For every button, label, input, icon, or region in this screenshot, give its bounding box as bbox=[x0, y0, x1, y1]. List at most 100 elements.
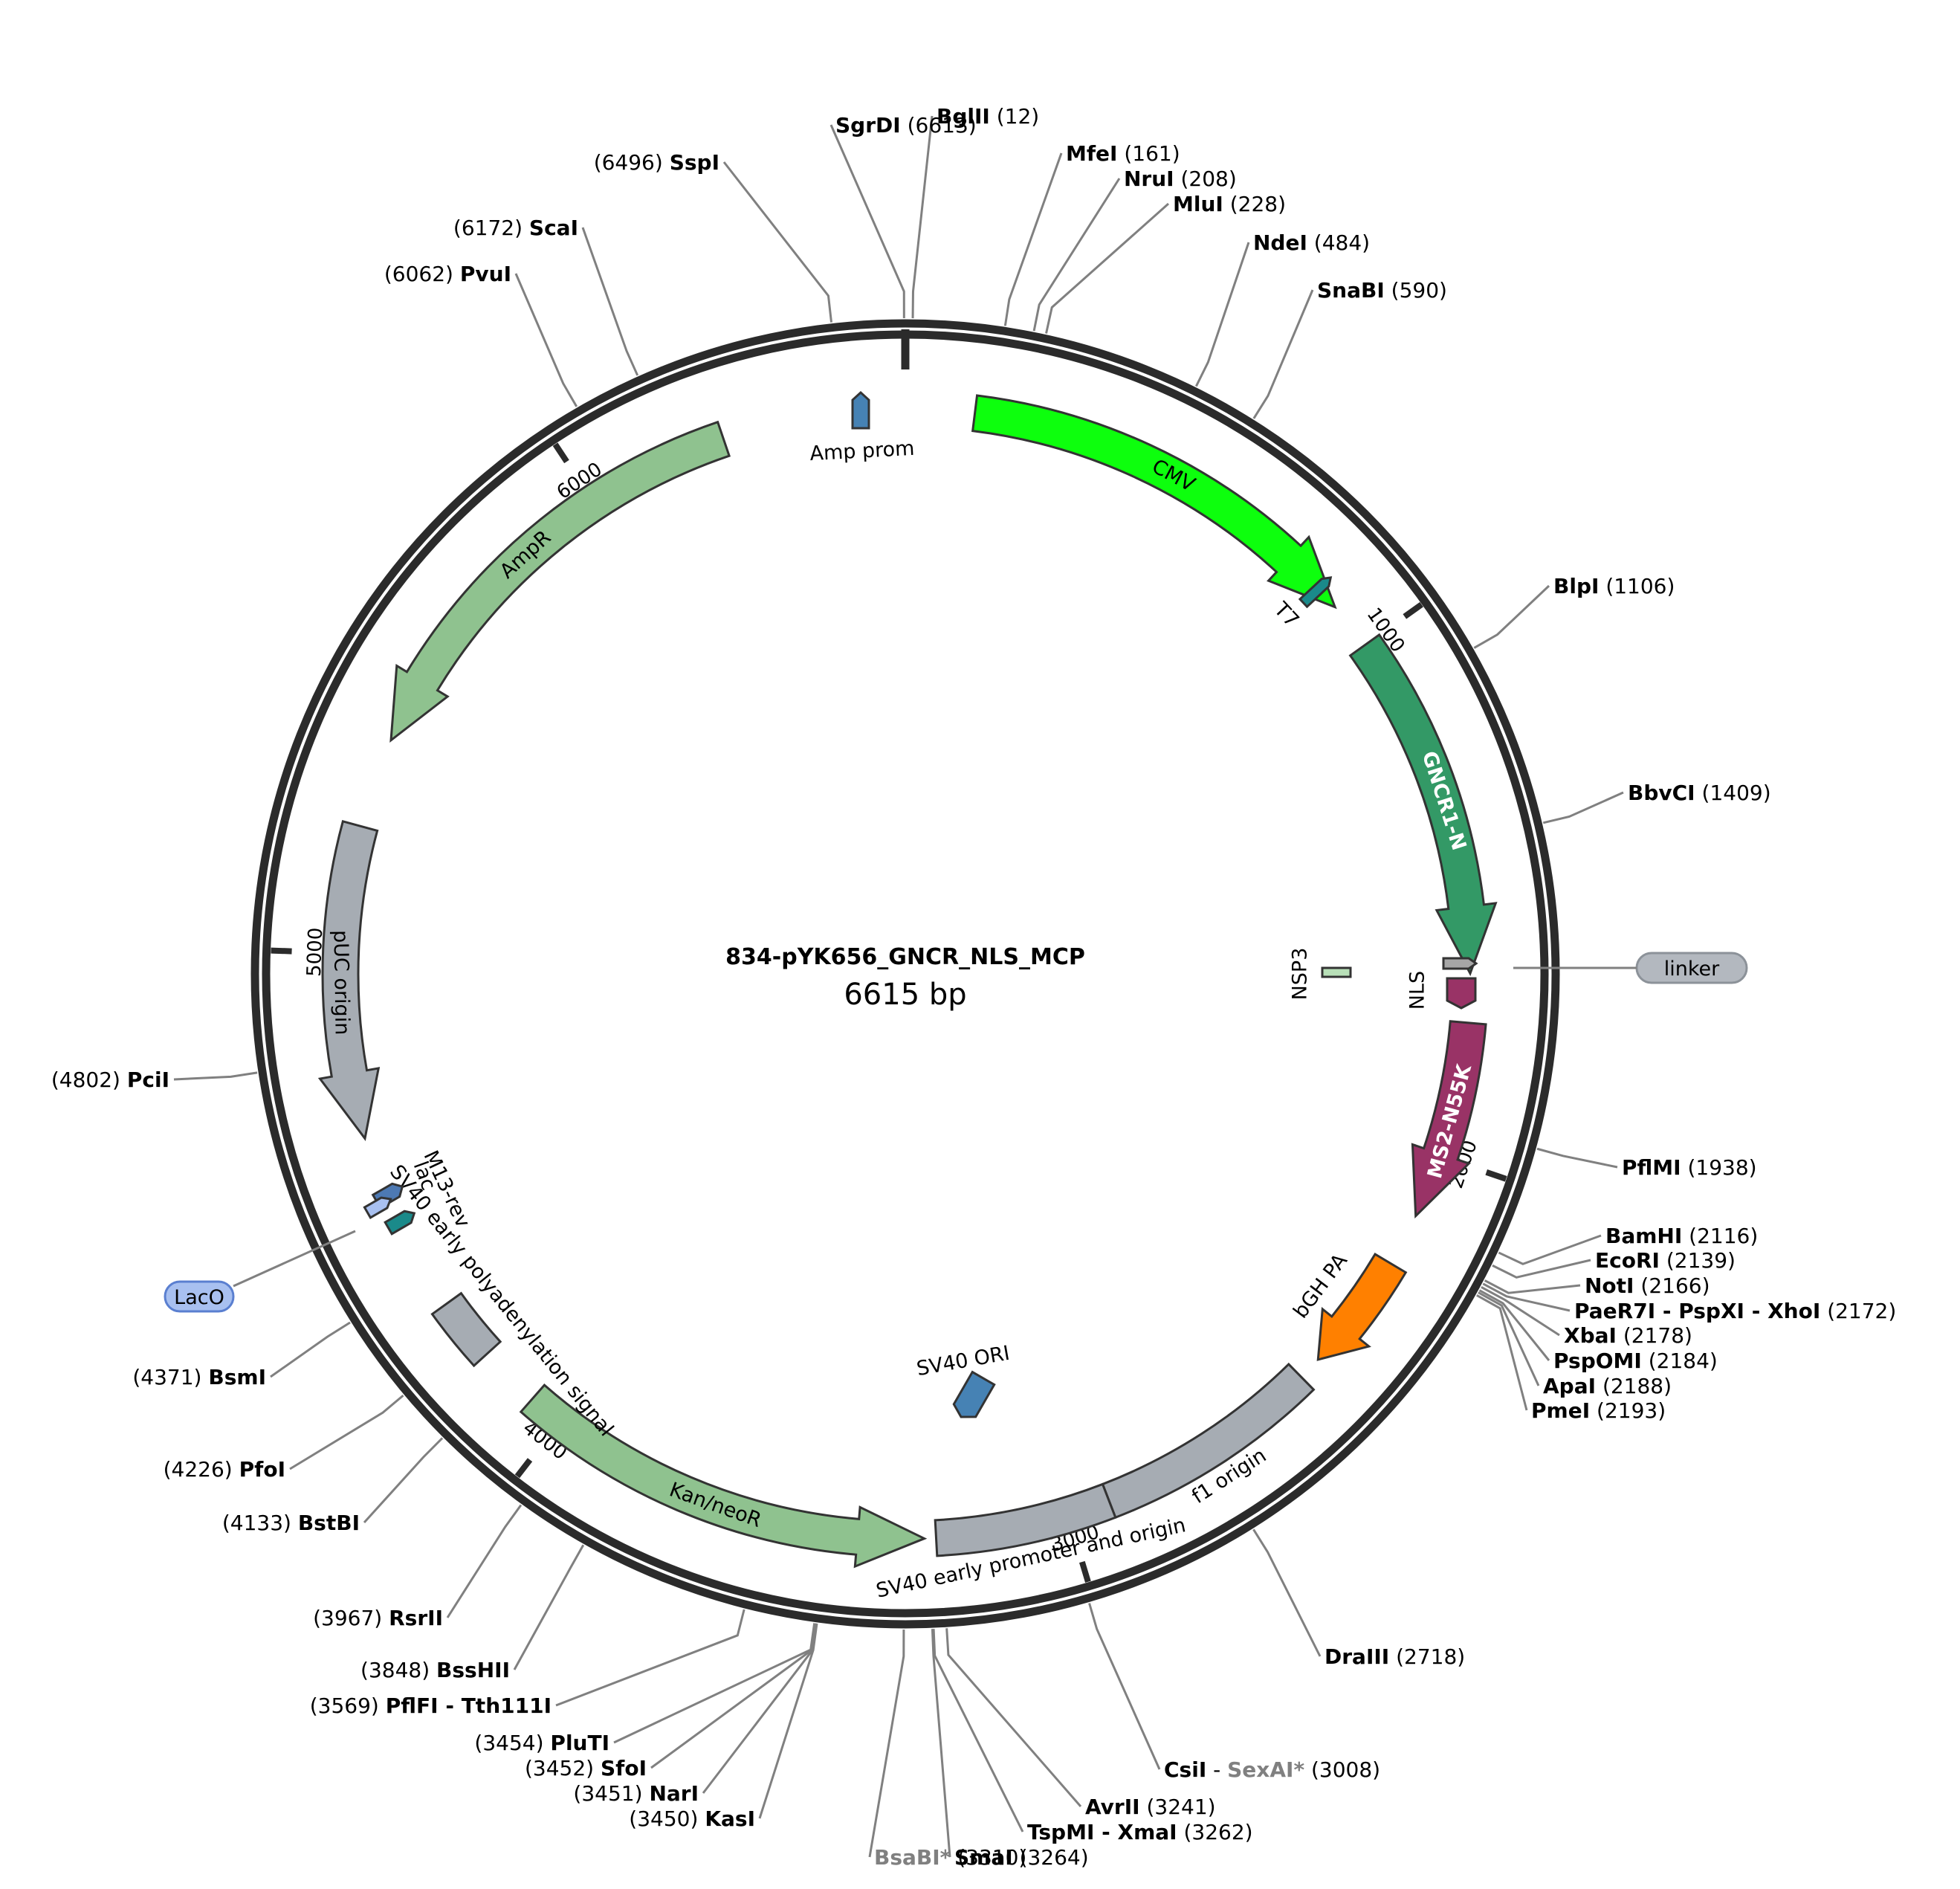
site-csii[interactable]: CsiI - SexAI* (3008) bbox=[1088, 1603, 1381, 1782]
site-name: NotI bbox=[1585, 1273, 1634, 1298]
feature-glyph bbox=[363, 1196, 392, 1219]
site-nrui[interactable]: NruI (208) bbox=[1032, 167, 1237, 332]
site-bamhi[interactable]: BamHI (2116) bbox=[1498, 1224, 1758, 1265]
linker-pill[interactable]: linker bbox=[1635, 952, 1748, 984]
site-pmei[interactable]: PmeI (2193) bbox=[1476, 1294, 1666, 1423]
site-leader bbox=[173, 1071, 258, 1081]
site-mfei[interactable]: MfeI (161) bbox=[1003, 141, 1180, 326]
feature-bgh-pa[interactable]: bGH PA bbox=[1289, 1249, 1408, 1361]
site-pos: (3569) bbox=[310, 1693, 379, 1718]
feature-glyph bbox=[1442, 957, 1478, 970]
site-sgrdi[interactable]: SgrDI (6613) bbox=[829, 113, 977, 319]
feature-arc bbox=[1348, 633, 1498, 977]
feature-amp-prom[interactable]: Amp prom bbox=[809, 390, 915, 465]
site-leader bbox=[650, 1623, 817, 1769]
site-name: BstBI bbox=[298, 1511, 360, 1535]
feature-laco[interactable] bbox=[363, 1194, 393, 1219]
feature-label: pUC origin bbox=[329, 930, 354, 1036]
site-pluti[interactable]: (3454) PluTI bbox=[474, 1623, 816, 1755]
site-label: DraIII (2718) bbox=[1325, 1644, 1465, 1669]
site-xbai[interactable]: XbaI (2178) bbox=[1481, 1285, 1692, 1348]
site-name: BlpI bbox=[1553, 574, 1599, 598]
site-bsabi[interactable]: BsaBI* (3310) bbox=[868, 1629, 1026, 1870]
site-leader bbox=[1088, 1603, 1161, 1770]
site-bstbi[interactable]: (4133) BstBI bbox=[222, 1437, 444, 1535]
site-blpi[interactable]: BlpI (1106) bbox=[1473, 574, 1675, 649]
site-pfoi[interactable]: (4226) PfoI bbox=[164, 1394, 404, 1482]
site-sfoi[interactable]: (3452) SfoI bbox=[525, 1623, 817, 1780]
site-sspi[interactable]: (6496) SspI bbox=[594, 150, 833, 323]
feature-nsp3[interactable]: NSP3 bbox=[1289, 948, 1352, 1001]
site-name: KasI bbox=[705, 1806, 755, 1831]
site-ecori[interactable]: EcoRI (2139) bbox=[1492, 1248, 1736, 1279]
site-name: RsrII bbox=[389, 1606, 443, 1630]
site-label: (3967) RsrII bbox=[313, 1606, 443, 1630]
site-pos: (1938) bbox=[1687, 1155, 1756, 1180]
site-paer7i-pspxi-xhoi[interactable]: PaeR7I - PspXI - XhoI (2172) bbox=[1482, 1282, 1896, 1323]
feature-arc bbox=[1411, 1020, 1487, 1219]
site-pflmi[interactable]: PflMI (1938) bbox=[1536, 1147, 1757, 1180]
site-leader bbox=[1536, 1147, 1618, 1169]
site-pvui[interactable]: (6062) PvuI bbox=[384, 262, 578, 407]
tick-5000 bbox=[271, 947, 292, 955]
site-label: BamHI (2116) bbox=[1605, 1224, 1758, 1248]
site-name: EcoRI bbox=[1595, 1248, 1660, 1273]
site-label: (4371) BsmI bbox=[132, 1365, 266, 1389]
site-bglii[interactable]: BglII (12) bbox=[911, 104, 1039, 319]
site-bbvci[interactable]: BbvCI (1409) bbox=[1542, 781, 1771, 824]
site-leader bbox=[363, 1437, 444, 1524]
site-name: ScaI bbox=[529, 216, 578, 240]
site-mlui[interactable]: MluI (228) bbox=[1045, 192, 1286, 334]
site-pos: (3848) bbox=[360, 1658, 430, 1682]
site-bsmi[interactable]: (4371) BsmI bbox=[132, 1321, 351, 1389]
site-pspomi[interactable]: PspOMI (2184) bbox=[1478, 1289, 1718, 1373]
plasmid-length: 6615 bp bbox=[844, 978, 966, 1012]
site-name: BsmI bbox=[208, 1365, 266, 1389]
feature-linker[interactable] bbox=[1442, 957, 1478, 970]
site-avrii[interactable]: AvrII (3241) bbox=[945, 1628, 1216, 1819]
feature-sv40-ori[interactable]: SV40 ORI bbox=[915, 1342, 1012, 1424]
site-ndei[interactable]: NdeI (484) bbox=[1194, 230, 1370, 387]
site-name: BsaBI* bbox=[874, 1845, 951, 1870]
site-scai[interactable]: (6172) ScaI bbox=[453, 216, 639, 376]
site-name: CsiI bbox=[1164, 1757, 1206, 1782]
site-pflfi-tth111i[interactable]: (3569) PflFI - Tth111I bbox=[310, 1609, 745, 1718]
site-name: DraIII bbox=[1325, 1644, 1389, 1669]
site-pcii[interactable]: (4802) PciI bbox=[51, 1068, 258, 1092]
site-noti[interactable]: NotI (2166) bbox=[1484, 1273, 1710, 1298]
feature-ms2-n55k[interactable]: MS2-N55K bbox=[1411, 1020, 1487, 1219]
site-label: (3454) PluTI bbox=[474, 1731, 609, 1755]
site-pos: (228) bbox=[1230, 192, 1286, 216]
site-label: MluI (228) bbox=[1173, 192, 1286, 216]
site-pos: (3450) bbox=[629, 1806, 698, 1831]
site-rsrii[interactable]: (3967) RsrII bbox=[313, 1504, 523, 1630]
site-smai[interactable]: SmaI (3264) bbox=[931, 1629, 1089, 1870]
site-leader bbox=[1478, 1289, 1550, 1361]
site-leader bbox=[1478, 1291, 1540, 1386]
feature-arc bbox=[317, 819, 381, 1142]
feature-puc-origin[interactable]: pUC origin bbox=[317, 819, 381, 1142]
site-label: (6496) SspI bbox=[594, 150, 719, 175]
site-name: AvrII bbox=[1085, 1795, 1140, 1819]
feature-ampr[interactable]: AmpR bbox=[389, 420, 731, 743]
feature-glyph bbox=[1298, 576, 1333, 609]
site-snabi[interactable]: SnaBI (590) bbox=[1252, 278, 1447, 419]
site-bsshii[interactable]: (3848) BssHII bbox=[360, 1544, 585, 1682]
site-tspmi-xmai[interactable]: TspMI - XmaI (3262) bbox=[932, 1629, 1253, 1844]
site-leader bbox=[1492, 1259, 1591, 1279]
site-label: (3848) BssHII bbox=[360, 1658, 510, 1682]
restriction-sites: BglII (12)MfeI (161)NruI (208)MluI (228)… bbox=[51, 104, 1896, 1870]
site-draiii[interactable]: DraIII (2718) bbox=[1252, 1528, 1465, 1669]
site-label: CsiI - SexAI* (3008) bbox=[1164, 1757, 1380, 1782]
feature-nls[interactable]: NLS bbox=[1406, 971, 1477, 1010]
site-leader bbox=[722, 161, 833, 323]
site-pos: (3967) bbox=[313, 1606, 382, 1630]
site-leader bbox=[1032, 178, 1121, 332]
feature-cmv[interactable]: CMV bbox=[971, 394, 1337, 610]
site-pos: (2188) bbox=[1602, 1374, 1672, 1398]
site-name: NdeI bbox=[1253, 230, 1307, 255]
feature-sv40-early-polyadenylation-signal[interactable]: SV40 early polyadenylation signal bbox=[385, 1160, 618, 1441]
site-apai[interactable]: ApaI (2188) bbox=[1478, 1291, 1672, 1398]
laco-pill[interactable]: LacO bbox=[164, 1280, 235, 1313]
site-pos: (3454) bbox=[474, 1731, 543, 1755]
